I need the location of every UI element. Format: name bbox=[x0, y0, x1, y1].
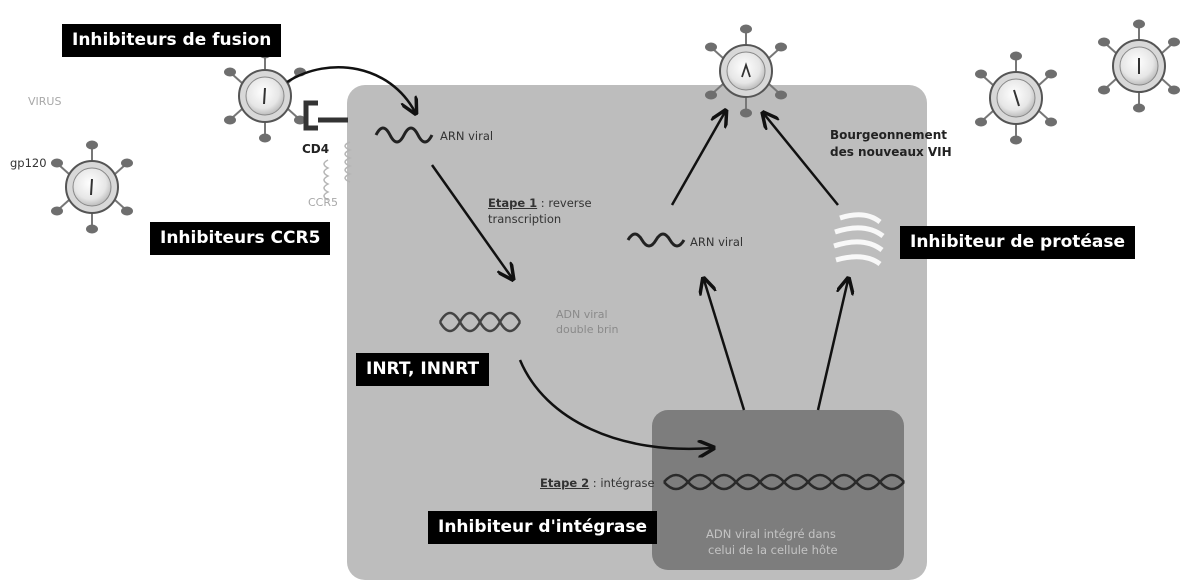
arrow-icon bbox=[518, 359, 712, 449]
rna-strand-icon bbox=[626, 232, 686, 248]
budding-virus-icon bbox=[833, 212, 885, 267]
arn-viral-label: ARN viral bbox=[440, 129, 494, 143]
protease-inhibitor-label: Inhibiteur de protéase bbox=[900, 226, 1136, 259]
step2-title: Etape 2 bbox=[540, 476, 590, 490]
step1-rest: : reverse bbox=[537, 196, 592, 210]
gp120-label: gp120 bbox=[10, 156, 47, 170]
cd4-label: CD4 bbox=[302, 142, 330, 156]
arn-viral-right-label: ARN viral bbox=[690, 235, 744, 249]
step1-label: Etape 1 : reverse bbox=[488, 196, 592, 210]
cell-nucleus bbox=[652, 410, 904, 570]
arrow-icon bbox=[670, 112, 725, 206]
integrated-dna-line2: celui de la cellule hôte bbox=[708, 543, 838, 557]
inrt-innrt-label: INRT, INNRT bbox=[356, 353, 490, 386]
virus-particle-icon bbox=[1098, 19, 1180, 113]
arrow-icon bbox=[704, 280, 746, 411]
ccr5-label: CCR5 bbox=[308, 196, 339, 209]
arrow-icon bbox=[764, 114, 839, 206]
virus-particle-icon bbox=[51, 140, 133, 234]
dna-double-helix-icon bbox=[438, 311, 522, 333]
arrow-icon bbox=[430, 164, 512, 278]
adn-viral-line1: ADN viral bbox=[556, 308, 608, 321]
virus-particle-icon bbox=[975, 51, 1057, 145]
step1-line2: transcription bbox=[488, 212, 562, 226]
step2-label: Etape 2 : intégrase bbox=[540, 476, 655, 490]
integrated-dna-line1: ADN viral intégré dans bbox=[706, 527, 836, 541]
virus-label: VIRUS bbox=[28, 95, 62, 108]
budding-line1: Bourgeonnement bbox=[830, 128, 947, 142]
fusion-inhibitors-label: Inhibiteurs de fusion bbox=[62, 24, 282, 57]
virus-particle-icon bbox=[705, 24, 787, 118]
integrated-dna-icon bbox=[663, 473, 905, 491]
adn-viral-line2: double brin bbox=[556, 323, 619, 336]
arrow-icon bbox=[816, 280, 848, 411]
arrow-icon bbox=[286, 66, 415, 112]
step2-rest: : intégrase bbox=[589, 476, 655, 490]
rna-strand-icon bbox=[374, 126, 434, 144]
cd4-receptor-icon bbox=[303, 100, 348, 131]
ccr5-coil-icon bbox=[323, 141, 353, 201]
integrase-inhibitor-label: Inhibiteur d'intégrase bbox=[428, 511, 658, 544]
virus-particle-icon bbox=[224, 49, 306, 143]
budding-line2: des nouveaux VIH bbox=[830, 145, 952, 159]
step1-title: Etape 1 bbox=[488, 196, 538, 210]
ccr5-inhibitors-label: Inhibiteurs CCR5 bbox=[150, 222, 331, 255]
